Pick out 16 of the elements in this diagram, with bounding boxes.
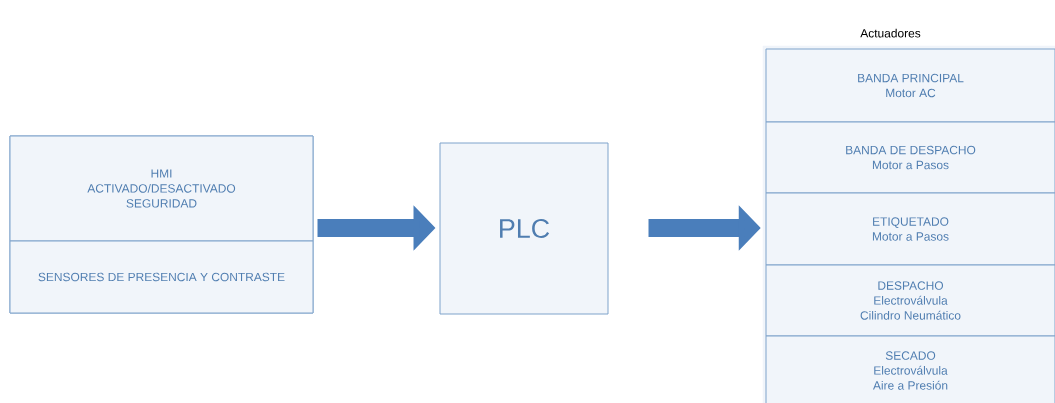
process-box: PLC [439,142,609,315]
text-box: ETIQUETADO Motor a Pasos [765,192,1055,266]
node-label: ETIQUETADO [873,217,949,228]
node-label: BANDA DE DESPACHO [846,145,976,155]
text-box: BANDA DE DESPACHO Motor a Pasos [765,121,1055,194]
node-label: Motor a Pasos [872,232,949,241]
node-label: DESPACHO [878,281,944,290]
node-label: Electroválvula [874,295,948,305]
text-box: SENSORES DE PRESENCIA Y CONTRASTE [9,240,314,314]
heading: Actuadores [860,28,921,38]
text-box: BANDA PRINCIPAL Motor AC [765,48,1055,123]
text-box: HMI ACTIVADO/DESACTIVADO SEGURIDAD [9,135,314,242]
text-box: SECADO Electroválvula Aire a Presión [765,335,1055,403]
node-label: Motor a Pasos [872,160,949,170]
node-label: Cilindro Neumático [860,310,961,320]
text-box: DESPACHO Electroválvula Cilindro Neumático [765,264,1055,337]
